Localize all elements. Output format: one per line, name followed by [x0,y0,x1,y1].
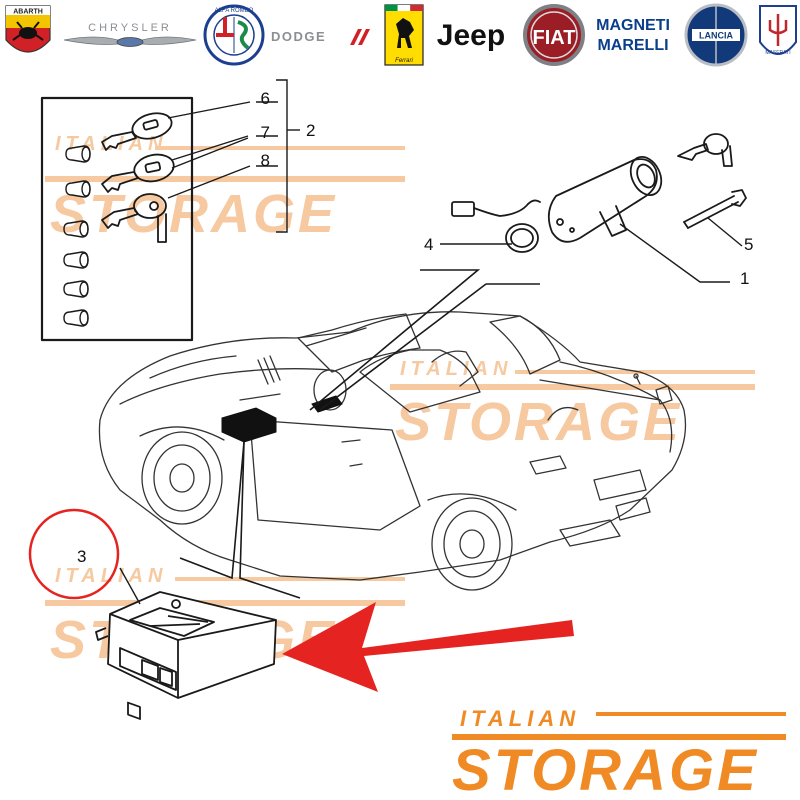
callout-numbers: 6 7 8 2 4 5 1 3 [77,89,753,566]
magneti-marelli-logo: MAGNETI MARELLI [596,17,670,54]
abarth-logo-text: ABARTH [13,9,43,16]
dodge-logo-text: DODGE [271,29,326,44]
lock-cylinder-set [63,145,91,327]
watermark-line1: ITALIAN [55,565,167,587]
ignition-switch-body [547,156,663,243]
highlight-annotation [28,508,574,692]
maserati-logo: MASERATI [759,5,797,56]
fiat-logo: FIAT [523,4,585,66]
highlight-arrow [282,602,574,692]
fiat-logo-text: FIAT [533,27,576,49]
magneti-marelli-line2: MARELLI [597,37,668,54]
jeep-logo: Jeep [437,19,505,52]
callout-7: 7 [261,123,270,142]
callout-leaders-keys [167,79,300,233]
car-illustration [98,311,687,591]
watermark-line2: STORAGE [395,392,682,452]
callout-1: 1 [740,269,749,288]
watermark-line1: ITALIAN [400,358,512,380]
callout-5: 5 [744,235,753,254]
key-part-7 [101,153,175,193]
callout-4: 4 [424,235,433,254]
chrysler-logo-text: CHRYSLER [88,22,172,34]
italian-storage-logo: ITALIAN STORAGE [452,706,786,800]
abarth-logo: ABARTH [5,5,51,53]
ecu-module-part-3 [95,591,277,720]
ferrari-logo: Ferrari [384,4,424,66]
callout-8: 8 [261,151,270,170]
maserati-logo-text: MASERATI [765,50,790,56]
chrysler-logo: CHRYSLER [63,22,197,47]
watermark-line2: STORAGE [50,184,337,244]
alfa-romeo-logo: ALFA ROMEO [203,4,265,66]
callout-3: 3 [77,547,86,566]
ecu-location-marker [221,395,343,443]
magneti-marelli-line1: MAGNETI [596,17,670,34]
footer-logo-line1: ITALIAN [460,706,580,731]
callout-leader-3 [119,567,141,605]
brand-logo-strip: ABARTH CHRYSLER ALFA ROMEO DODGE [5,3,797,67]
alfa-romeo-logo-text: ALFA ROMEO [215,8,254,14]
watermark-middle-right: ITALIAN STORAGE [390,358,755,452]
key-part-6 [101,112,173,151]
callout-leaders-car [179,269,540,599]
ignition-key [677,133,733,167]
lancia-logo: LANCIA [684,3,748,67]
callout-2: 2 [306,121,315,140]
watermark-group: ITALIAN STORAGE ITALIAN STORAGE ITALIAN … [45,133,755,670]
lancia-logo-text: LANCIA [699,31,733,41]
ignition-ring-antenna [451,199,541,253]
jeep-logo-text: Jeep [437,19,505,52]
ferrari-logo-text: Ferrari [395,58,413,64]
highlight-circle [28,508,120,600]
ignition-switch-assembly [451,133,747,253]
ignition-screw [683,189,747,229]
callout-leaders-ignition [440,217,743,283]
footer-logo-line2: STORAGE [452,738,759,800]
callout-6: 6 [261,89,270,108]
watermark-top-left: ITALIAN STORAGE [45,133,405,244]
dodge-logo: DODGE [271,29,370,45]
key-part-8 [101,193,167,243]
key-kit-box [40,96,194,342]
